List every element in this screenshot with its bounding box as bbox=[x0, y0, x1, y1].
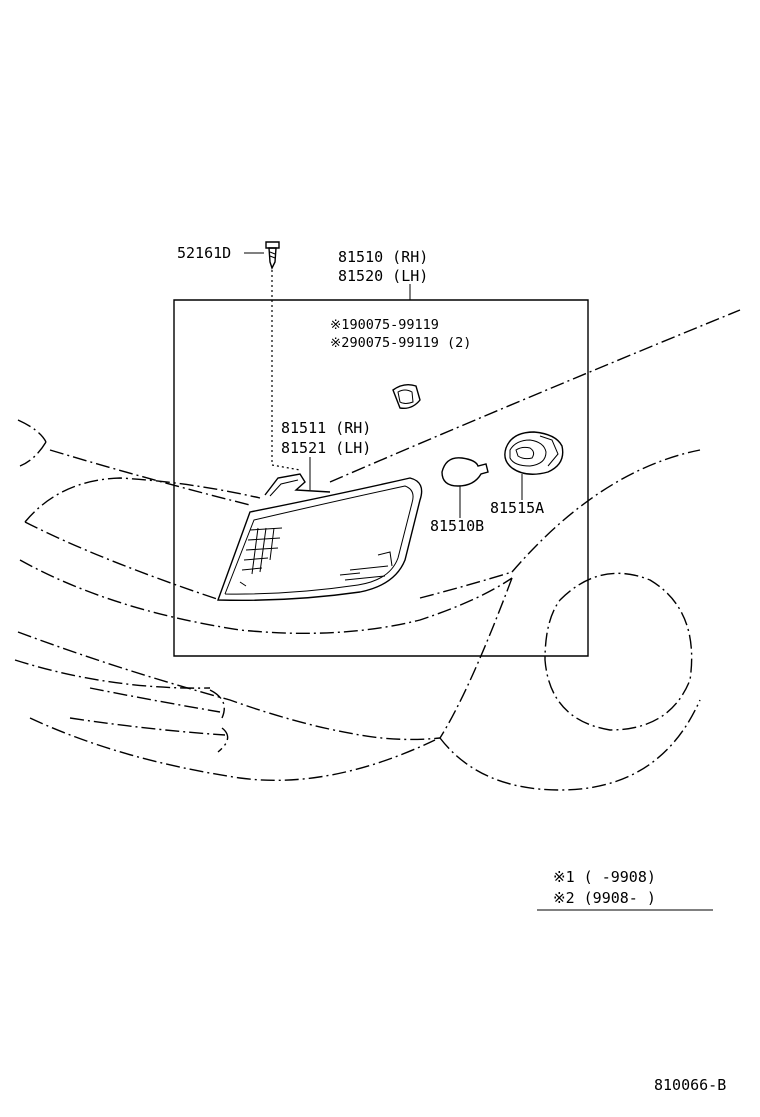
label-screw: 52161D bbox=[177, 244, 231, 262]
footnote-2: ※2 (9908- ) bbox=[553, 889, 656, 907]
diagram-code: 810066-B bbox=[654, 1076, 726, 1094]
bulb-part bbox=[441, 457, 489, 518]
bulb-socket-part bbox=[504, 431, 564, 500]
label-lens-rh: 81511 (RH) bbox=[281, 419, 371, 437]
label-bulb-socket: 81515A bbox=[490, 499, 544, 517]
label-socket-2: ※290075-99119 (2) bbox=[330, 335, 471, 351]
label-socket-1: ※190075-99119 bbox=[330, 317, 439, 333]
label-bulb: 81510B bbox=[430, 517, 484, 535]
label-assembly-rh: 81510 (RH) bbox=[338, 248, 428, 266]
label-assembly-lh: 81520 (LH) bbox=[338, 267, 428, 285]
footnote-1: ※1 ( -9908) bbox=[553, 868, 656, 886]
assembly-box bbox=[173, 284, 589, 657]
footnote-legend: ※1 ( -9908) ※2 (9908- ) bbox=[537, 868, 713, 911]
label-lens-lh: 81521 (LH) bbox=[281, 439, 371, 457]
screw-part bbox=[244, 241, 301, 471]
vehicle-body-outline bbox=[14, 309, 741, 791]
lens-housing-part bbox=[217, 457, 423, 602]
socket-part bbox=[392, 383, 421, 410]
